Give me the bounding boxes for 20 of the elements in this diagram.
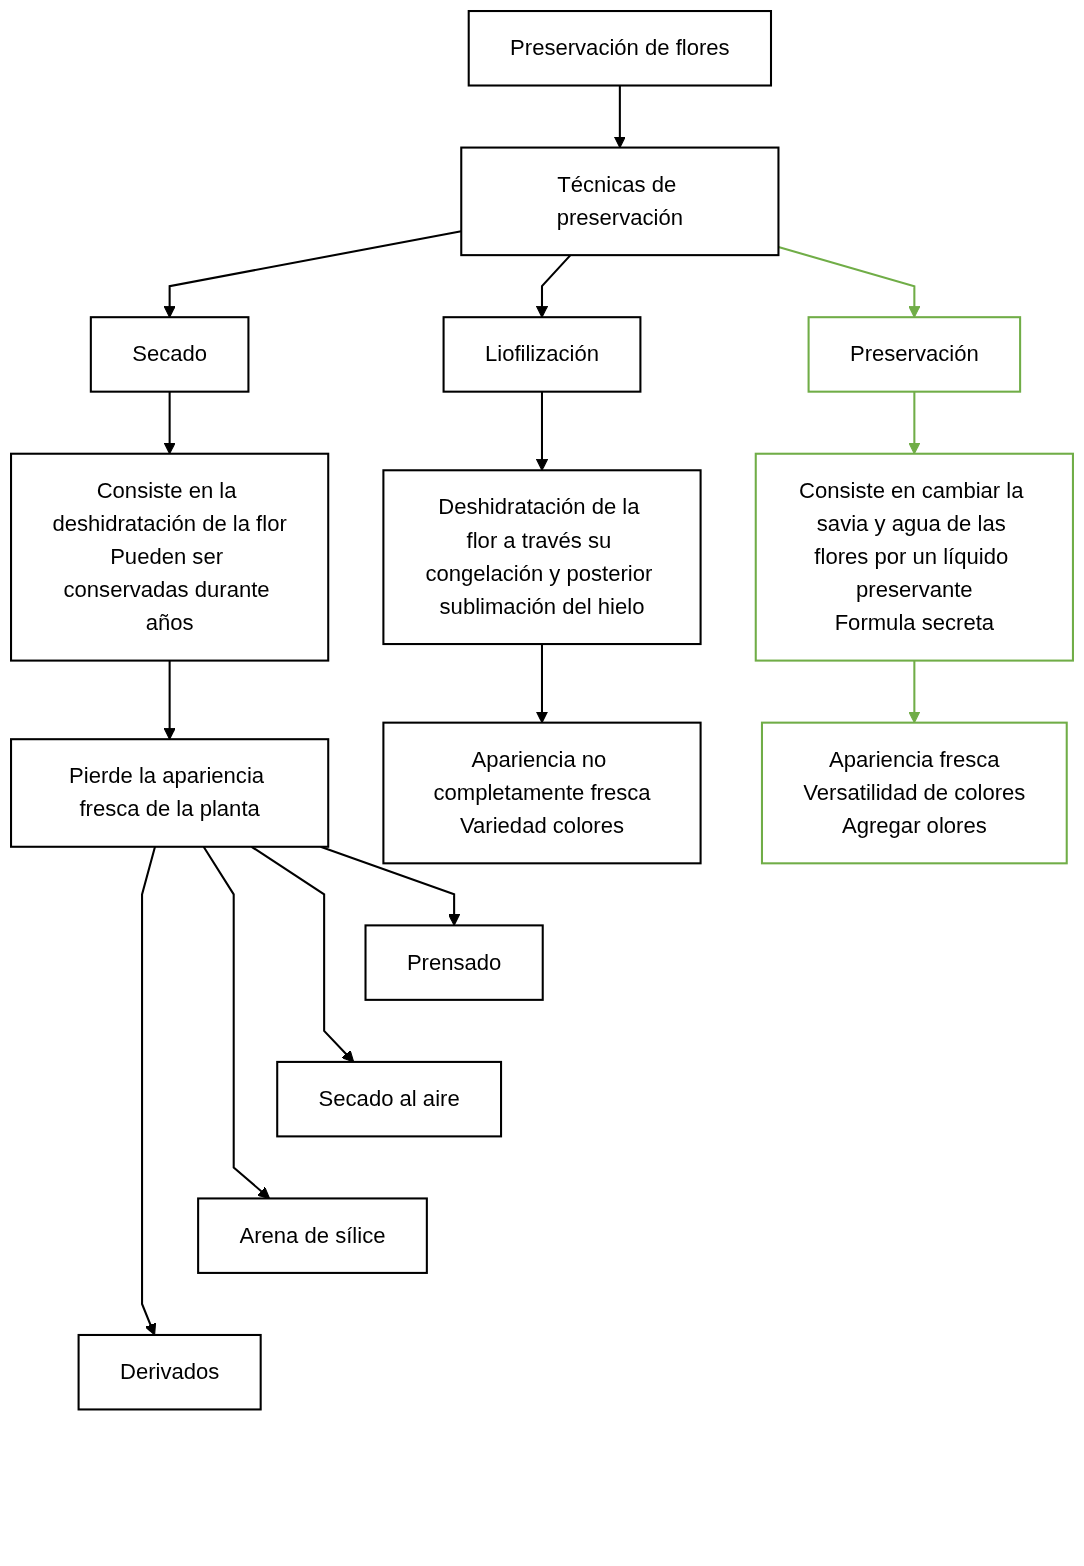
node-box: Liofilización [442, 316, 642, 393]
node-box: Prensado [364, 924, 544, 1001]
node-box: Derivados [77, 1333, 262, 1411]
arrow [778, 246, 921, 318]
node-box: Apariencia fresca Versatilidad de colores Agregar olores [760, 721, 1068, 865]
node-box: Técnicas de preservación [460, 146, 780, 257]
node-box: Preservación de flores [467, 10, 773, 87]
node-box: Deshidratación de la flor a través su congelación y posterior sublimación del hielo [382, 469, 702, 646]
node-box: Apariencia no completamente fresca Variedad colores [382, 721, 702, 865]
node-box: Pierde la apariencia fresca de la planta [10, 738, 330, 848]
arrow [202, 846, 271, 1199]
node-box: Secado al aire [276, 1060, 503, 1138]
arrow [163, 660, 176, 740]
node-box: Consiste en la deshidratación de la flor Pueden ser conservadas durante años [10, 452, 330, 662]
node-box: Consiste en cambiar la savia y agua de las flores por un líquido preservante Formula secreta [754, 452, 1074, 662]
node-box: Secado [89, 316, 250, 393]
arrow [535, 391, 549, 471]
node-box: Arena de sílice [197, 1197, 428, 1274]
node-box: Preservación [807, 316, 1022, 393]
arrow [163, 230, 462, 318]
